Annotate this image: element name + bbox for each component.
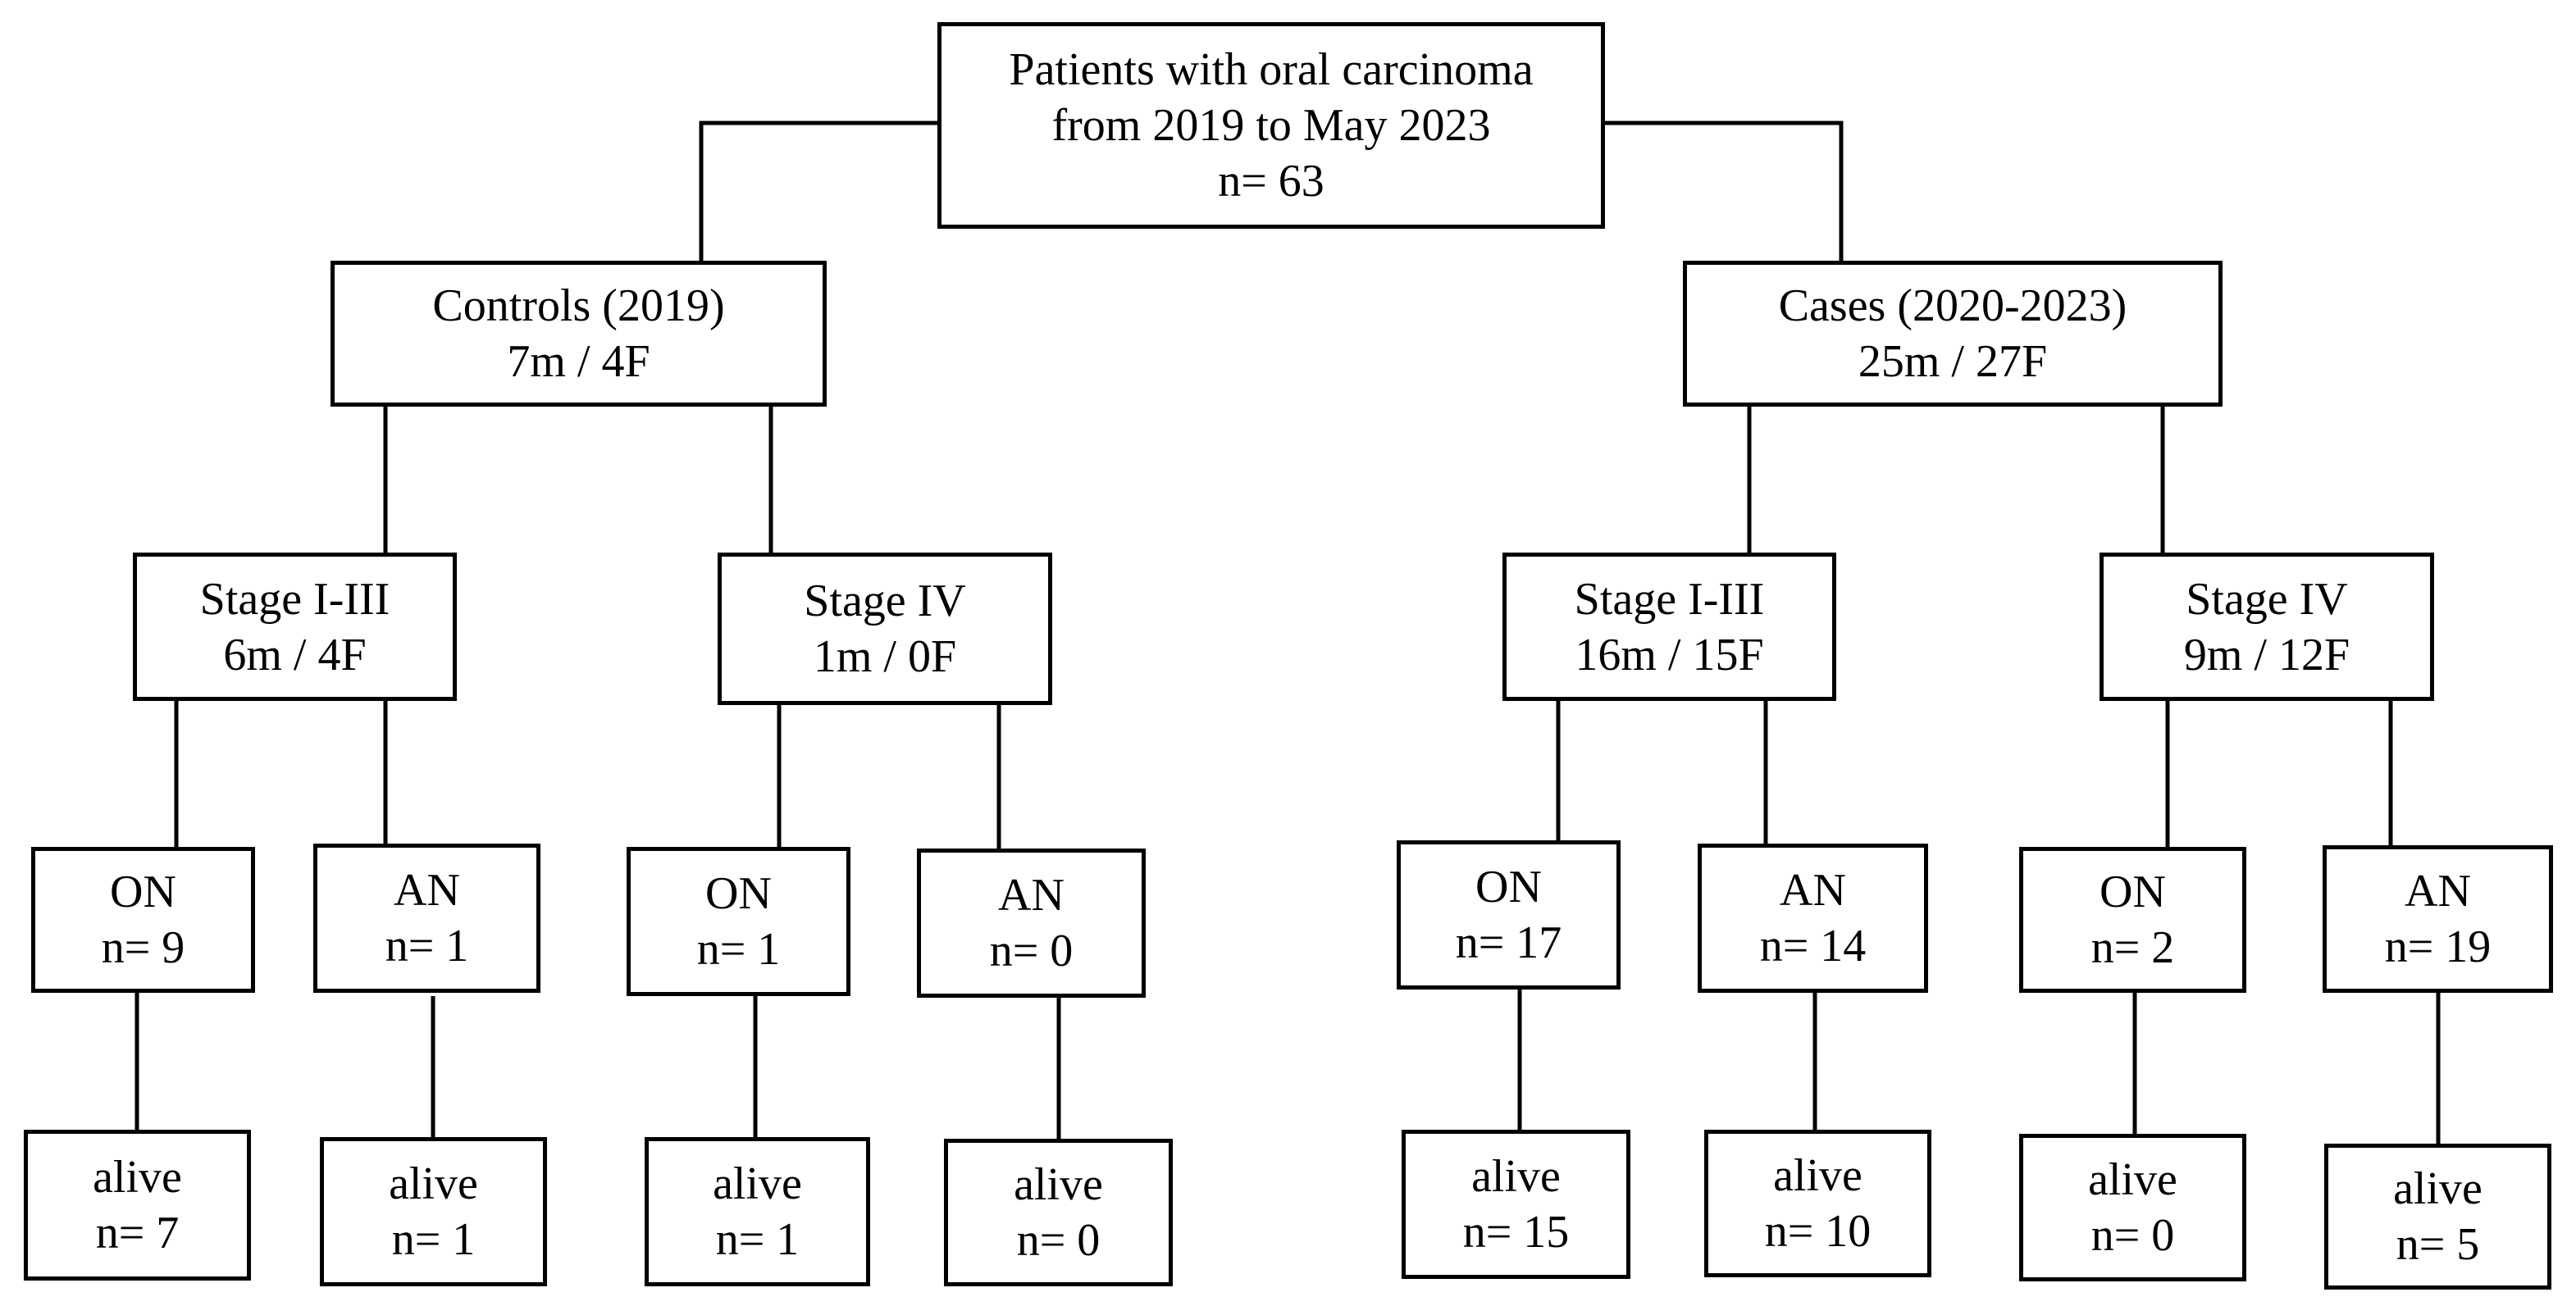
cases-early-an-alive-box: alive n= 10 [1704,1130,1931,1277]
cases-iv-an-label: AN [2405,866,2471,917]
cases-stage-iv-sex: 9m / 12F [2183,629,2350,680]
controls-early-on-n: n= 9 [101,922,185,973]
cases-stage-early-title: Stage I-III [1574,573,1765,625]
controls-iv-an-alive-n: n= 0 [1016,1215,1101,1266]
controls-iv-an-n: n= 0 [989,926,1074,976]
cases-iv-on-label: ON [2100,867,2166,917]
controls-iv-an-label: AN [998,870,1065,921]
cases-early-an-box: AN n= 14 [1698,844,1928,993]
cases-title: Cases (2020-2023) [1778,280,2127,331]
controls-iv-on-alive-n: n= 1 [715,1214,800,1265]
cases-early-on-box: ON n= 17 [1397,840,1621,990]
controls-iv-an-box: AN n= 0 [917,849,1146,998]
connector-root-cases [1605,121,1844,261]
cases-early-an-alive-n: n= 10 [1764,1206,1872,1257]
controls-early-an-alive-n: n= 1 [391,1214,476,1265]
controls-early-an-box: AN n= 1 [313,844,540,993]
controls-stage-iv-box: Stage IV 1m / 0F [718,553,1052,705]
controls-early-on-alive-label: alive [93,1152,182,1203]
connector-root-controls [699,121,937,261]
cases-iv-on-alive-label: alive [2088,1154,2177,1205]
cases-iv-an-box: AN n= 19 [2323,845,2553,993]
root-line3: n= 63 [1218,156,1324,207]
controls-iv-on-alive-label: alive [713,1158,802,1209]
cases-stage-early-box: Stage I-III 16m / 15F [1502,553,1836,701]
controls-stage-early-box: Stage I-III 6m / 4F [133,553,457,701]
controls-iv-on-label: ON [705,868,772,919]
cases-early-an-alive-label: alive [1773,1150,1862,1201]
controls-early-an-alive-label: alive [389,1158,478,1209]
cases-early-on-alive-n: n= 15 [1462,1207,1570,1258]
controls-iv-an-alive-box: alive n= 0 [944,1139,1173,1286]
cases-early-on-alive-box: alive n= 15 [1402,1130,1630,1279]
cases-early-an-label: AN [1780,865,1846,916]
cases-early-on-alive-label: alive [1471,1151,1561,1202]
controls-early-on-alive-n: n= 7 [95,1208,180,1258]
cases-early-on-label: ON [1475,862,1542,912]
controls-stage-early-sex: 6m / 4F [223,629,367,680]
controls-early-on-label: ON [110,867,176,917]
controls-iv-on-n: n= 1 [696,924,781,975]
cases-stage-early-sex: 16m / 15F [1575,629,1764,680]
root-line2: from 2019 to May 2023 [1051,100,1491,151]
controls-iv-on-box: ON n= 1 [627,847,850,996]
cases-box: Cases (2020-2023) 25m / 27F [1683,261,2223,407]
cases-sex: 25m / 27F [1858,336,2048,387]
controls-early-on-box: ON n= 9 [31,847,255,993]
controls-title: Controls (2019) [432,280,725,331]
root-box: Patients with oral carcinoma from 2019 t… [937,22,1605,229]
cases-iv-an-alive-box: alive n= 5 [2324,1144,2551,1290]
controls-early-an-label: AN [394,865,460,916]
cases-iv-on-box: ON n= 2 [2019,847,2246,993]
controls-box: Controls (2019) 7m / 4F [331,261,827,407]
cases-iv-on-alive-n: n= 0 [2090,1210,2175,1261]
cases-stage-iv-title: Stage IV [2186,573,2348,625]
cases-iv-on-n: n= 2 [2090,922,2175,973]
cases-early-an-n: n= 14 [1759,921,1867,971]
controls-iv-an-alive-label: alive [1014,1159,1103,1210]
controls-early-an-n: n= 1 [385,921,469,971]
controls-stage-early-title: Stage I-III [199,573,390,625]
cases-iv-an-alive-n: n= 5 [2396,1219,2480,1270]
root-line1: Patients with oral carcinoma [1009,44,1534,95]
cases-iv-an-alive-label: alive [2393,1163,2483,1214]
cases-iv-an-n: n= 19 [2384,921,2492,972]
controls-sex: 7m / 4F [507,336,650,387]
controls-iv-on-alive-box: alive n= 1 [645,1137,870,1286]
cases-early-on-n: n= 17 [1455,917,1562,968]
cases-stage-iv-box: Stage IV 9m / 12F [2100,553,2434,701]
controls-stage-iv-sex: 1m / 0F [813,631,957,682]
controls-early-an-alive-box: alive n= 1 [320,1137,547,1286]
controls-early-on-alive-box: alive n= 7 [24,1130,251,1281]
cases-iv-on-alive-box: alive n= 0 [2019,1134,2246,1281]
controls-stage-iv-title: Stage IV [804,576,966,626]
